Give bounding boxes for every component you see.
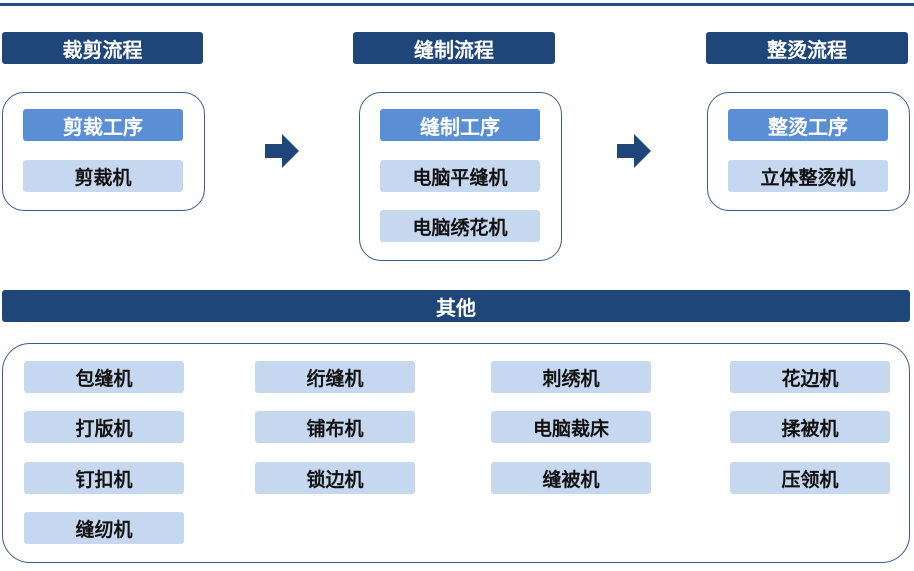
other-machine: 包缝机 (24, 361, 184, 393)
process-panel-ironing: 整烫工序 立体整烫机 (707, 92, 910, 211)
step-sewing: 缝制工序 (380, 109, 540, 141)
other-machine: 锁边机 (255, 462, 415, 494)
other-panel: 包缝机 打版机 钉扣机 缝纫机 绗缝机 铺布机 锁边机 刺绣机 电脑裁床 缝被机… (2, 343, 910, 563)
other-header: 其他 (2, 290, 910, 322)
other-machine: 铺布机 (255, 411, 415, 443)
process-panel-cutting: 剪裁工序 剪裁机 (2, 92, 205, 211)
other-machine: 花边机 (730, 361, 890, 393)
process-header-cutting: 裁剪流程 (2, 32, 203, 64)
step-cutting: 剪裁工序 (23, 109, 183, 141)
other-machine: 打版机 (24, 411, 184, 443)
top-rule (0, 3, 914, 6)
other-machine: 揉被机 (730, 411, 890, 443)
process-panel-sewing: 缝制工序 电脑平缝机 电脑绣花机 (359, 92, 562, 261)
machine-ironing: 立体整烫机 (728, 160, 888, 192)
step-ironing: 整烫工序 (728, 109, 888, 141)
other-machine: 刺绣机 (491, 361, 651, 393)
other-machine: 电脑裁床 (491, 411, 651, 443)
other-machine: 缝纫机 (24, 512, 184, 544)
other-machine: 钉扣机 (24, 462, 184, 494)
process-header-ironing: 整烫流程 (706, 32, 908, 64)
other-machine: 缝被机 (491, 462, 651, 494)
other-machine: 绗缝机 (255, 361, 415, 393)
machine-sewing-1: 电脑平缝机 (380, 160, 540, 192)
process-header-sewing: 缝制流程 (353, 32, 555, 64)
machine-cutting: 剪裁机 (23, 160, 183, 192)
arrow-right-icon (265, 134, 299, 168)
machine-sewing-2: 电脑绣花机 (380, 210, 540, 242)
arrow-right-icon (617, 134, 651, 168)
other-machine: 压领机 (730, 462, 890, 494)
